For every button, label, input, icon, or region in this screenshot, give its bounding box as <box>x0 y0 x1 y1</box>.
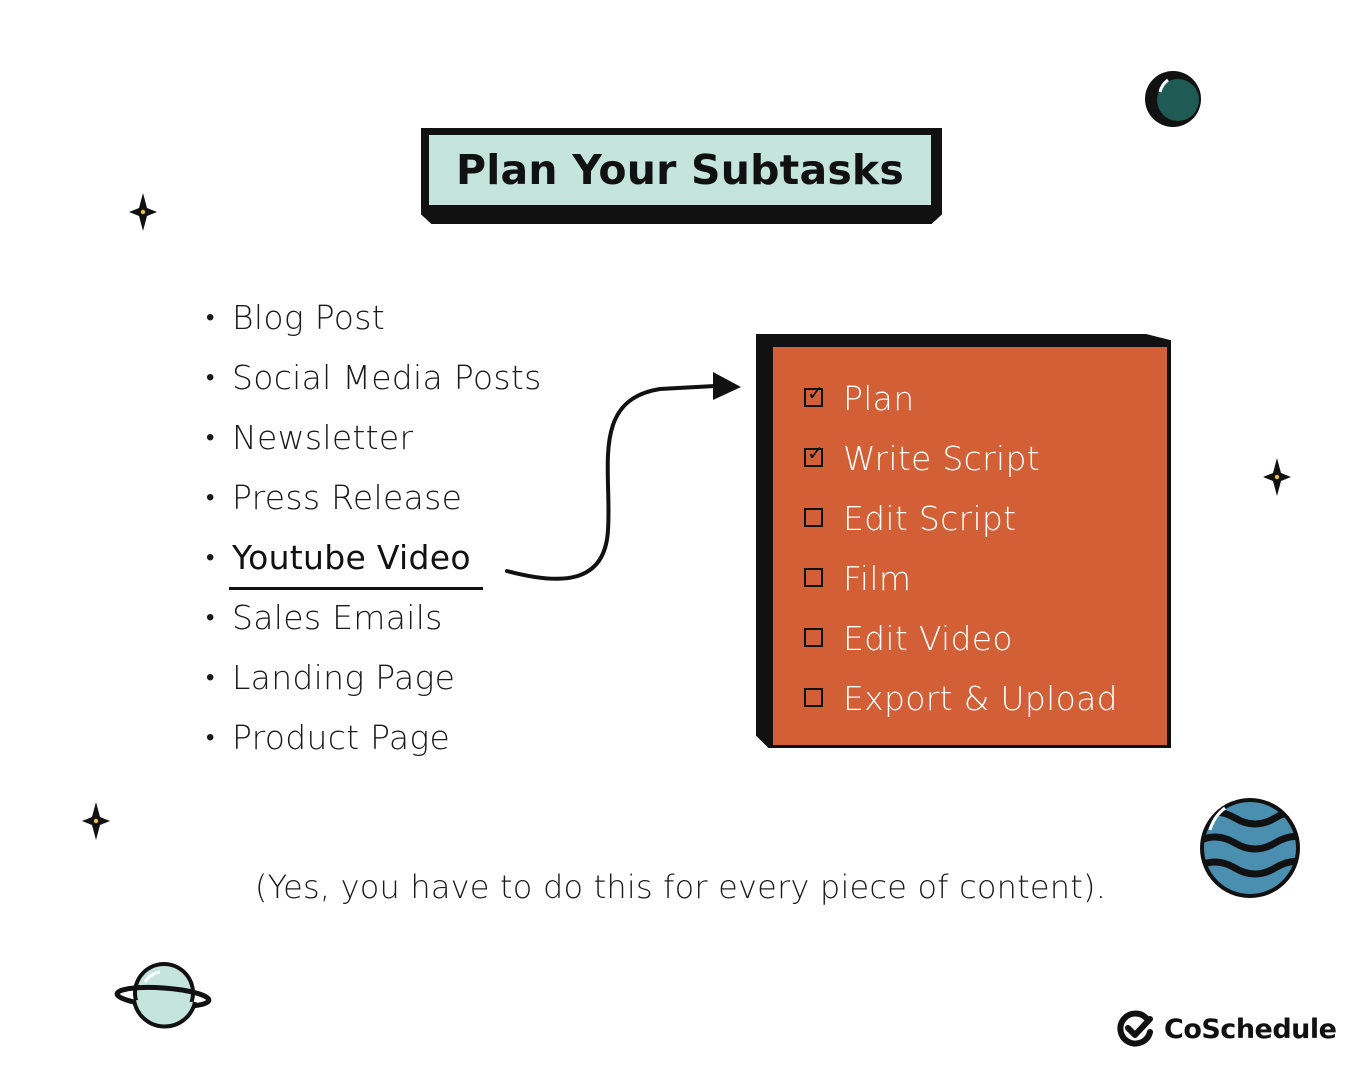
ringed-planet-icon <box>114 962 212 1029</box>
list-item: •Social Media Posts <box>206 358 542 397</box>
list-item: •Press Release <box>206 478 463 517</box>
subtask-item: Film <box>804 559 911 598</box>
brand-name: CoSchedule <box>1164 1013 1337 1045</box>
subtask-item: Edit Script <box>804 499 1016 538</box>
list-item: •Product Page <box>206 718 451 757</box>
checkbox-checked-icon: ✓ <box>804 443 824 467</box>
subtask-label: Edit Video <box>843 619 1013 658</box>
subtask-item: ✓ Plan <box>804 379 914 418</box>
subtask-item: ✓ Write Script <box>804 439 1040 478</box>
checkbox-checked-icon: ✓ <box>804 383 824 407</box>
checkbox-empty-icon <box>804 568 823 587</box>
list-item-label: Sales Emails <box>232 598 443 637</box>
list-item: •Newsletter <box>206 418 414 457</box>
selected-underline <box>229 587 483 590</box>
brand-logo: CoSchedule <box>1117 1010 1337 1048</box>
footer-note: (Yes, you have to do this for every piec… <box>254 868 1107 906</box>
list-item: •Sales Emails <box>206 598 443 637</box>
list-item-label: Landing Page <box>232 658 456 697</box>
list-item-label: Blog Post <box>232 298 386 337</box>
list-item-label: Newsletter <box>232 418 414 457</box>
checkbox-empty-icon <box>804 688 823 707</box>
connector-arrow <box>505 372 741 581</box>
subtask-label: Film <box>843 559 912 598</box>
page-title: Plan Your Subtasks <box>455 146 904 194</box>
subtask-label: Plan <box>843 379 915 418</box>
list-item: •Landing Page <box>206 658 456 697</box>
list-item-label: Product Page <box>232 718 451 757</box>
subtask-item: Edit Video <box>804 619 1013 658</box>
list-item-label: Social Media Posts <box>232 358 542 397</box>
check-circle-logo-icon <box>1117 1010 1153 1047</box>
list-item-label: Press Release <box>232 478 463 517</box>
list-item-selected: •Youtube Video <box>206 538 471 577</box>
subtask-label: Edit Script <box>843 499 1017 538</box>
moon-planet-icon <box>1145 71 1201 127</box>
title-banner: Plan Your Subtasks <box>426 132 934 208</box>
checkbox-empty-icon <box>804 508 823 527</box>
subtask-item: Export & Upload <box>804 679 1118 718</box>
list-item: •Blog Post <box>206 298 386 337</box>
checkbox-empty-icon <box>804 628 823 647</box>
subtask-label: Write Script <box>843 439 1040 478</box>
subtask-label: Export & Upload <box>843 679 1118 718</box>
list-item-label: Youtube Video <box>232 538 471 577</box>
subtask-panel: ✓ Plan ✓ Write Script Edit Script Film Edi… <box>770 344 1170 748</box>
